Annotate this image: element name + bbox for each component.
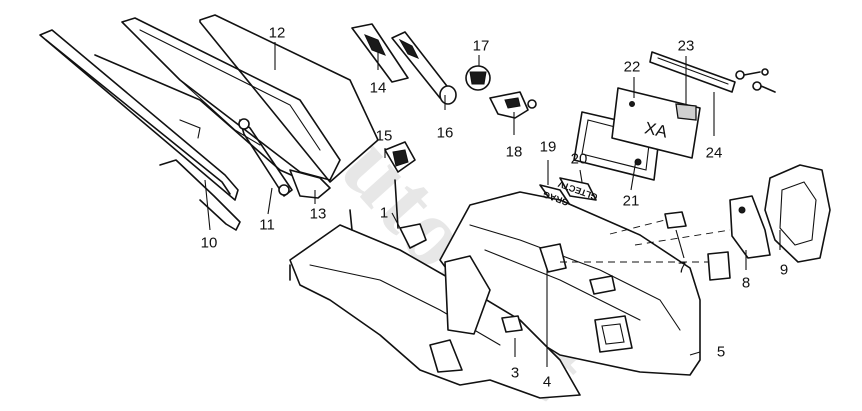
part-11-gas-strut <box>238 118 293 197</box>
label-14: 14 <box>369 79 387 97</box>
label-21: 21 <box>622 192 640 210</box>
part-5-bumper <box>439 191 701 376</box>
leader-lines <box>204 42 781 367</box>
label-17: 17 <box>472 37 490 55</box>
label-3: 3 <box>510 364 520 382</box>
plate-text: XA <box>642 118 670 142</box>
part-12-rear-glass <box>121 14 379 183</box>
part-9-cover <box>764 164 831 263</box>
label-11: 11 <box>259 216 275 234</box>
label-9: 9 <box>779 261 789 279</box>
label-5: 5 <box>716 343 726 361</box>
label-4: 4 <box>542 373 552 391</box>
part-17-round-cap <box>465 65 491 91</box>
part-15-latch <box>384 141 416 173</box>
label-20: 20 <box>570 150 588 168</box>
rear-panel <box>289 209 581 399</box>
label-24: 24 <box>705 144 723 162</box>
part-23-24-plate-lamp <box>649 51 736 121</box>
alignment-lines <box>560 219 731 263</box>
label-7: 7 <box>677 259 687 277</box>
keys <box>735 68 776 93</box>
label-18: 18 <box>505 143 523 161</box>
label-16: 16 <box>436 124 454 142</box>
part-14-trim <box>351 23 409 83</box>
label-22: 22 <box>623 58 641 76</box>
part-8-bracket <box>729 195 771 259</box>
part-1-bracket <box>394 179 427 249</box>
label-10: 10 <box>200 234 218 252</box>
label-23: 23 <box>677 37 695 55</box>
label-1: 1 <box>379 204 389 222</box>
label-8: 8 <box>741 274 751 292</box>
part-18-lock <box>489 91 537 119</box>
label-13: 13 <box>309 205 327 223</box>
label-12: 12 <box>268 24 286 42</box>
part-16-lamp <box>391 31 457 105</box>
part-7-clip <box>664 211 731 281</box>
part-10-glass-seal <box>39 29 241 231</box>
label-19: 19 <box>539 138 557 156</box>
part-13-hinge <box>289 169 331 199</box>
label-15: 15 <box>375 127 393 145</box>
